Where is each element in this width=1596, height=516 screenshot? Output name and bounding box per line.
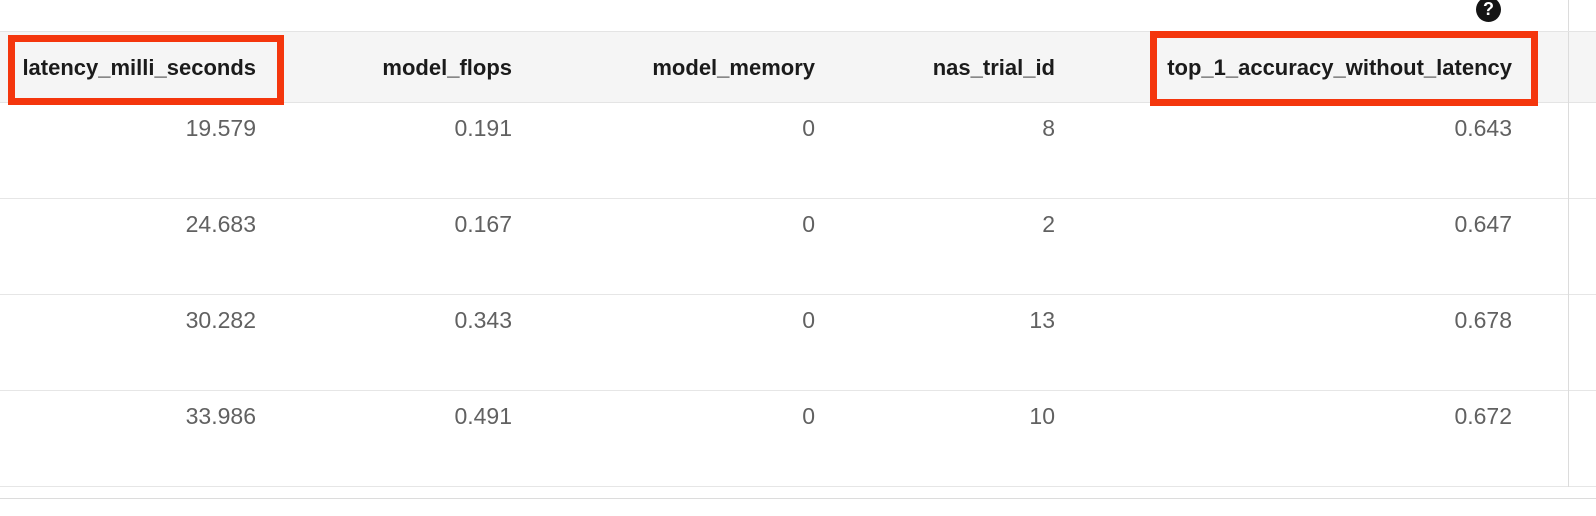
cell-top-1-accuracy-without-latency: 0.678 (1454, 307, 1512, 333)
row-divider-right (1568, 391, 1569, 487)
table-row[interactable]: 30.282 0.343 0 13 0.678 (0, 295, 1596, 391)
column-header-model-memory[interactable]: model_memory (652, 55, 815, 80)
help-icon[interactable]: ? (1476, 0, 1501, 22)
cell-model-memory: 0 (802, 115, 815, 141)
cell-model-flops: 0.191 (454, 115, 512, 141)
row-divider-right (1568, 295, 1569, 391)
column-header-nas-trial-id[interactable]: nas_trial_id (932, 55, 1055, 80)
column-header-top-1-accuracy-without-latency[interactable]: top_1_accuracy_without_latency (1167, 55, 1512, 80)
cell-model-flops: 0.491 (454, 403, 512, 429)
column-header-latency-milli-seconds[interactable]: latency_milli_seconds (22, 55, 256, 80)
row-divider-right (1568, 103, 1569, 199)
cell-model-flops: 0.343 (454, 307, 512, 333)
table-row[interactable]: 24.683 0.167 0 2 0.647 (0, 199, 1596, 295)
cell-top-1-accuracy-without-latency: 0.643 (1454, 115, 1512, 141)
cell-nas-trial-id: 10 (1029, 403, 1055, 429)
table-header-row: latency_milli_seconds model_flops model_… (0, 31, 1596, 104)
column-divider-right (1568, 0, 1569, 31)
cell-model-memory: 0 (802, 307, 815, 333)
cell-latency-milli-seconds: 19.579 (185, 115, 256, 141)
row-divider-right (1568, 199, 1569, 295)
cell-top-1-accuracy-without-latency: 0.672 (1454, 403, 1512, 429)
cell-latency-milli-seconds: 33.986 (185, 403, 256, 429)
cell-model-memory: 0 (802, 403, 815, 429)
cell-latency-milli-seconds: 30.282 (185, 307, 256, 333)
cell-top-1-accuracy-without-latency: 0.647 (1454, 211, 1512, 237)
cell-nas-trial-id: 13 (1029, 307, 1055, 333)
table-top-strip: ? (0, 0, 1596, 31)
table-row[interactable]: 19.579 0.191 0 8 0.643 (0, 103, 1596, 199)
cell-model-memory: 0 (802, 211, 815, 237)
table-body: 19.579 0.191 0 8 0.643 24.683 0.167 0 2 … (0, 103, 1596, 487)
header-divider-right (1568, 32, 1569, 104)
table-bottom-rule (0, 498, 1596, 499)
cell-nas-trial-id: 8 (1042, 115, 1055, 141)
results-table: latency_milli_seconds model_flops model_… (0, 31, 1596, 487)
cell-nas-trial-id: 2 (1042, 211, 1055, 237)
column-header-model-flops[interactable]: model_flops (382, 55, 512, 80)
table-row[interactable]: 33.986 0.491 0 10 0.672 (0, 391, 1596, 487)
cell-model-flops: 0.167 (454, 211, 512, 237)
cell-latency-milli-seconds: 24.683 (185, 211, 256, 237)
